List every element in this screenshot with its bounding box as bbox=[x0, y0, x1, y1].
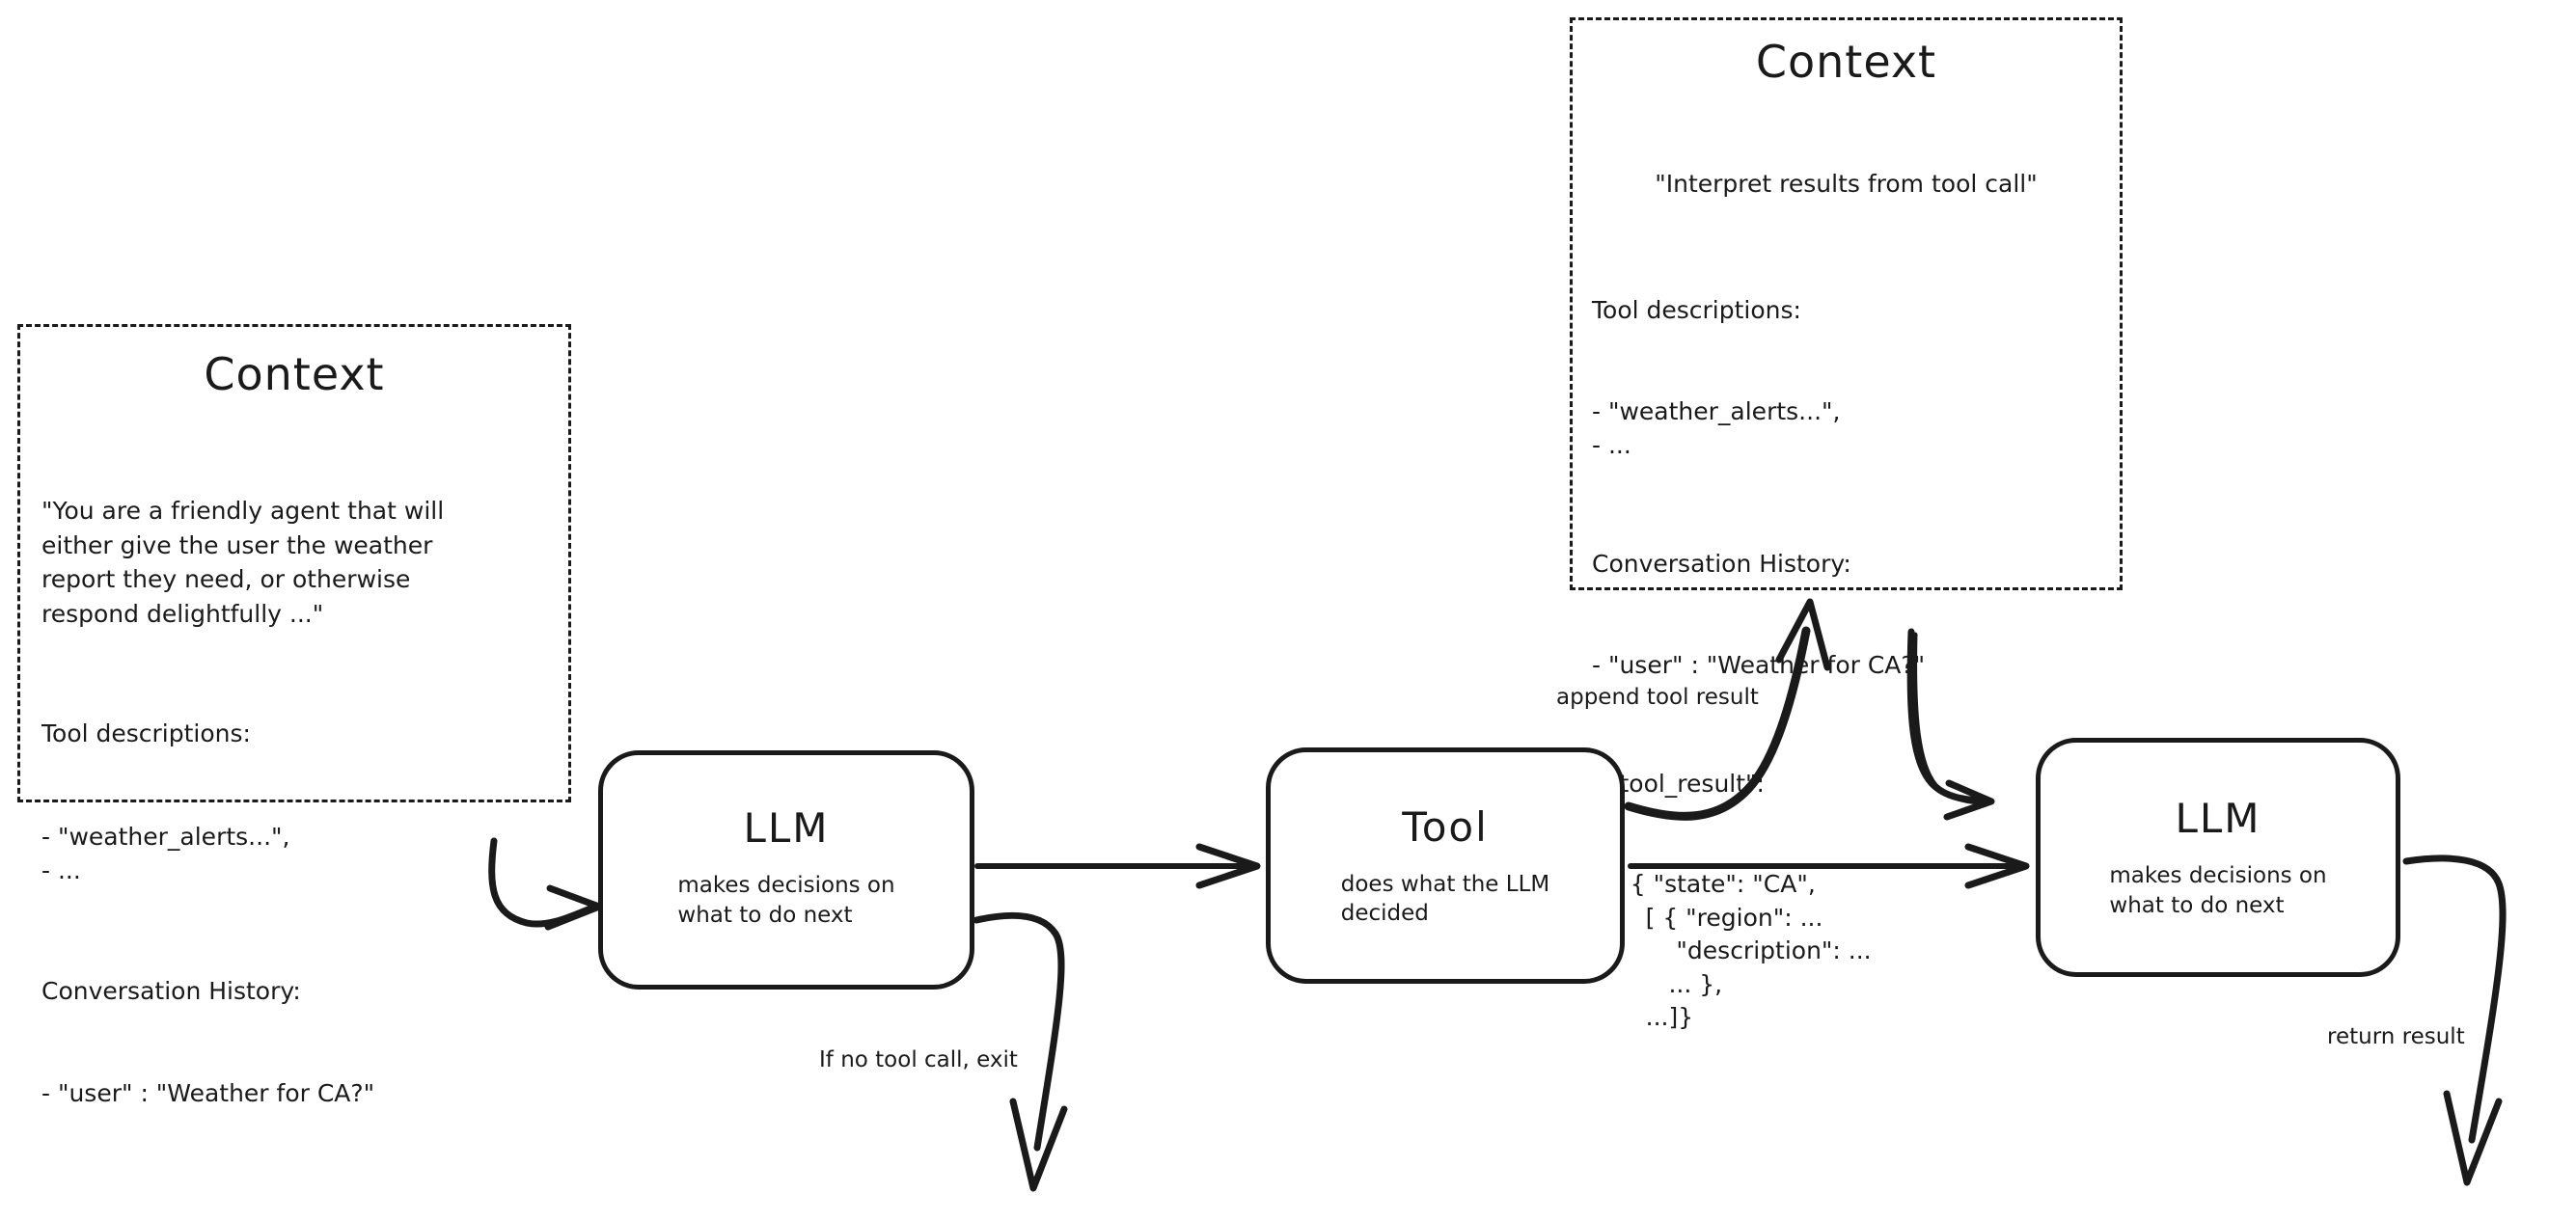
context-right-tool-result-label: - "tool_result": bbox=[1592, 770, 1765, 798]
edge-llm2-return bbox=[2402, 855, 2507, 1186]
context-right-tool-result-json: { "state": "CA", [ { "region": ... "desc… bbox=[1630, 870, 1872, 1031]
context-box-left: Context "You are a friendly agent that w… bbox=[17, 324, 571, 1107]
edge-label-return-result: return result bbox=[2327, 1024, 2465, 1049]
context-left-conversation-history-heading: Conversation History: bbox=[41, 976, 301, 1005]
edge-label-if-no-tool-call-exit: If no tool call, exit bbox=[819, 1047, 1018, 1072]
context-left-tool-descriptions-heading: Tool descriptions: bbox=[41, 719, 251, 747]
context-right-tool-descriptions-items: - "weather_alerts...", - ... bbox=[1592, 397, 1841, 459]
context-left-body: "You are a friendly agent that will eith… bbox=[41, 425, 547, 1180]
context-right-title: Context bbox=[1755, 36, 1937, 88]
context-right-tool-descriptions-heading: Tool descriptions: bbox=[1592, 296, 1801, 324]
node-llm-1-subtitle: makes decisions on what to do next bbox=[677, 873, 895, 928]
context-left-tool-descriptions-items: - "weather_alerts...", - ... bbox=[41, 822, 290, 885]
context-left-conversation-history-items: - "user" : "Weather for CA?" bbox=[41, 1079, 375, 1107]
node-llm-2-subtitle: makes decisions on what to do next bbox=[2109, 863, 2327, 918]
node-tool-title: Tool bbox=[1402, 802, 1489, 851]
edge-llm1-to-tool bbox=[974, 843, 1261, 889]
context-right-conversation-history-items: - "user" : "Weather for CA?" bbox=[1592, 651, 1926, 679]
context-right-body: "Interpret results from tool call" Tool … bbox=[1592, 99, 2100, 1102]
context-left-title: Context bbox=[204, 348, 385, 400]
node-tool[interactable]: Tool does what the LLM decided bbox=[1266, 747, 1625, 984]
node-tool-subtitle: does what the LLM decided bbox=[1340, 871, 1550, 926]
node-llm-1-title: LLM bbox=[743, 804, 830, 853]
edge-label-append-tool-result: append tool result bbox=[1556, 685, 1759, 710]
context-box-right: Context "Interpret results from tool cal… bbox=[1570, 17, 2123, 1031]
context-right-system-prompt: "Interpret results from tool call" bbox=[1655, 170, 2038, 198]
context-left-system-prompt: "You are a friendly agent that will eith… bbox=[41, 497, 445, 628]
node-llm-1[interactable]: LLM makes decisions on what to do next bbox=[598, 750, 974, 990]
node-llm-2-title: LLM bbox=[2175, 795, 2261, 843]
node-llm-2[interactable]: LLM makes decisions on what to do next bbox=[2036, 738, 2400, 977]
context-right-conversation-history-heading: Conversation History: bbox=[1592, 550, 1851, 578]
